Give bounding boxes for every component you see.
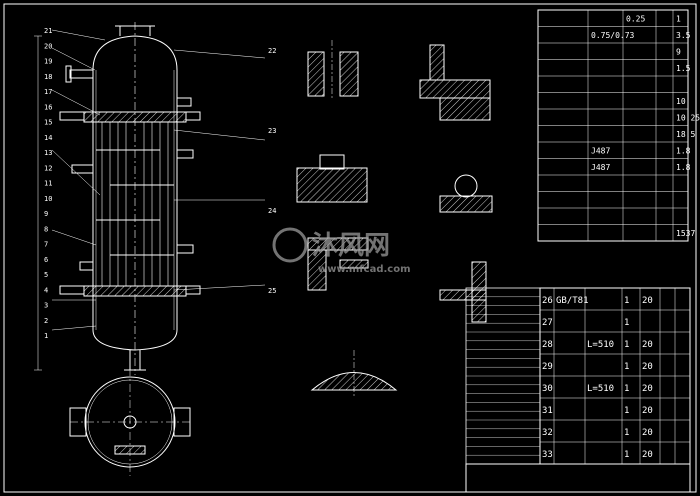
callout-number: 6	[44, 256, 48, 264]
watermark-url: www.mfcad.com	[318, 264, 411, 275]
parts-cell: 33	[542, 450, 553, 460]
callout-number: 9	[44, 210, 48, 218]
callout-number: 24	[268, 207, 276, 215]
parts-cell: 1	[624, 450, 629, 460]
parts-cell: 28	[542, 340, 553, 350]
callout-number: 2	[44, 317, 48, 325]
callout-number: 4	[44, 286, 48, 294]
drawing-frame	[3, 3, 697, 493]
parts-cell: 1	[624, 428, 629, 438]
spec-cell: 3.5	[676, 31, 691, 40]
parts-cell: 20	[642, 406, 653, 416]
parts-cell: 26	[542, 296, 553, 306]
parts-cell: 20	[642, 428, 653, 438]
parts-cell: 27	[542, 318, 553, 328]
parts-cell: 31	[542, 406, 553, 416]
watermark: 沐风网 www.mfcad.com	[272, 227, 411, 275]
parts-cell: 1	[624, 340, 629, 350]
parts-cell: 20	[642, 340, 653, 350]
parts-cell: 1	[624, 296, 629, 306]
leader-lines-right	[173, 49, 266, 291]
parts-cell: GB/T81	[556, 296, 589, 306]
callout-number: 7	[44, 241, 48, 249]
watermark-logo	[272, 227, 308, 263]
parts-cell: L=510	[587, 340, 614, 350]
parts-cell: 29	[542, 362, 553, 372]
parts-cell: 20	[642, 384, 653, 394]
callouts-right: 22 23 24 25	[268, 47, 276, 295]
callout-number: 10	[44, 195, 52, 203]
callout-number: 22	[268, 47, 276, 55]
spec-cell: 9	[676, 48, 681, 57]
spec-cell: 1.8	[676, 163, 691, 172]
parts-cell: 1	[624, 384, 629, 394]
detail-views	[296, 40, 493, 398]
callout-number: 8	[44, 225, 48, 233]
callout-number: 23	[268, 127, 276, 135]
callout-number: 16	[44, 103, 52, 111]
callout-number: 18	[44, 73, 52, 81]
callout-number: 3	[44, 302, 48, 310]
callout-number: 19	[44, 58, 52, 66]
parts-cell: 32	[542, 428, 553, 438]
parts-cell: 20	[642, 450, 653, 460]
leader-lines-left	[51, 29, 106, 331]
callout-number: 14	[44, 134, 52, 142]
callout-number: 1	[44, 332, 48, 340]
parts-cell: 20	[642, 362, 653, 372]
callout-number: 12	[44, 164, 52, 172]
plan-view	[69, 368, 191, 476]
callout-number: 17	[44, 88, 52, 96]
spec-cell: 1537	[676, 229, 695, 238]
spec-cell: 10.25	[676, 114, 700, 123]
callout-number: 20	[44, 42, 52, 50]
spec-cell: 1.5	[676, 64, 691, 73]
spec-cell: 1.8	[676, 147, 691, 156]
parts-cell: 1	[624, 362, 629, 372]
spec-cell: 0.75/0.73	[591, 31, 635, 40]
callout-number: 15	[44, 119, 52, 127]
parts-cell: 20	[642, 296, 653, 306]
callout-number: 13	[44, 149, 52, 157]
spec-cell: 10	[676, 97, 686, 106]
parts-cell: 1	[624, 406, 629, 416]
callout-number: 11	[44, 180, 52, 188]
parts-cell: L=510	[587, 384, 614, 394]
parts-cell: 1	[624, 318, 629, 328]
callout-number: 5	[44, 271, 48, 279]
spec-cell: 1	[676, 15, 681, 24]
spec-cell: 18.5	[676, 130, 695, 139]
vessel-elevation	[34, 22, 201, 375]
spec-cell: J487	[591, 163, 610, 172]
callout-number: 21	[44, 27, 52, 35]
parts-cell: 30	[542, 384, 553, 394]
watermark-brand: 沐风网	[312, 231, 390, 261]
callout-number: 25	[268, 287, 276, 295]
spec-cell: 0.25	[626, 15, 645, 24]
spec-cell: J487	[591, 147, 610, 156]
